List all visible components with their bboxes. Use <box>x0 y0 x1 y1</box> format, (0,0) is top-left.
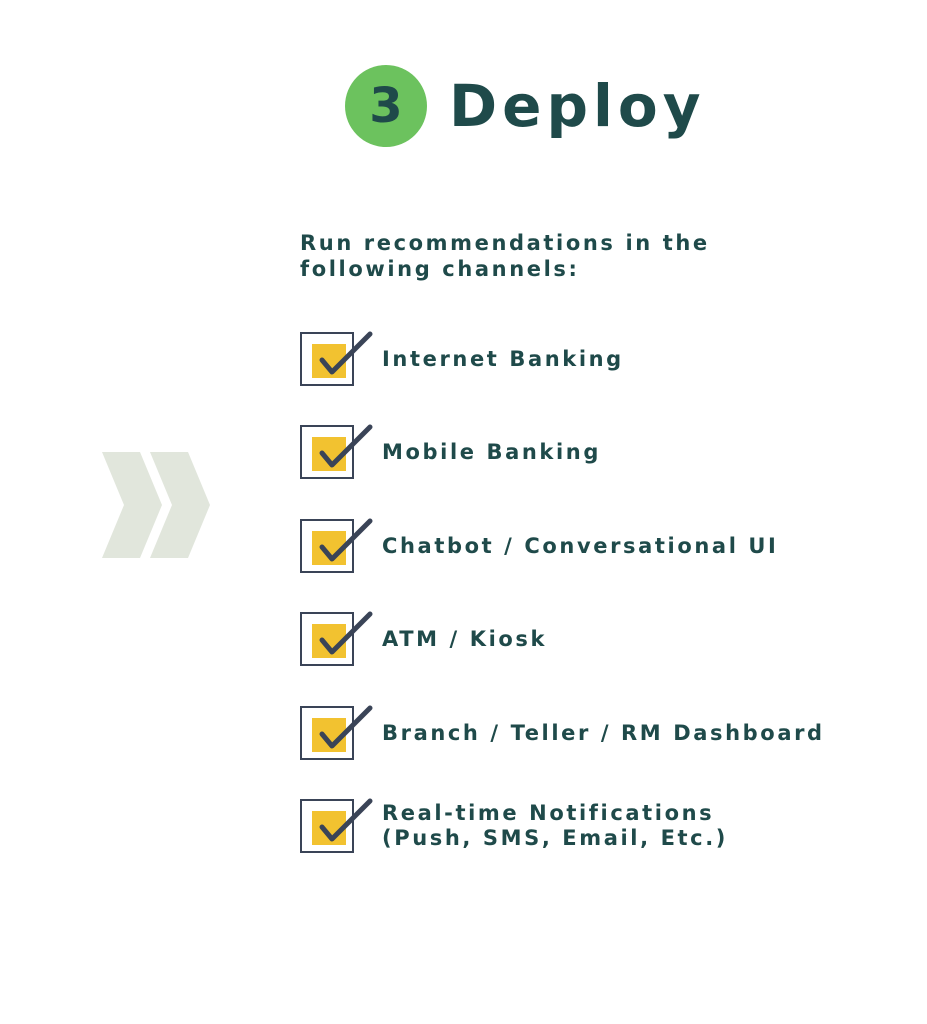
channel-item-mobile-banking: Mobile Banking <box>300 423 601 481</box>
channel-label: Chatbot / Conversational UI <box>382 533 779 558</box>
checkbox[interactable] <box>300 518 373 573</box>
double-chevron-icon <box>102 452 210 558</box>
checkbox[interactable] <box>300 705 373 760</box>
step-number: 3 <box>369 78 403 134</box>
channel-label: Mobile Banking <box>382 439 601 464</box>
checkmark-icon <box>319 424 373 468</box>
checkbox[interactable] <box>300 331 373 386</box>
channel-label: ATM / Kiosk <box>382 626 548 651</box>
checkmark-icon <box>319 518 373 562</box>
channel-label: Real-time Notifications (Push, SMS, Emai… <box>382 801 729 850</box>
channel-item-notifications: Real-time Notifications (Push, SMS, Emai… <box>300 797 728 855</box>
checkmark-icon <box>319 331 373 375</box>
channel-item-chatbot: Chatbot / Conversational UI <box>300 517 778 575</box>
step-title: Deploy <box>449 72 706 140</box>
checkmark-icon <box>319 705 373 749</box>
checkbox[interactable] <box>300 611 373 666</box>
step-number-badge: 3 <box>345 65 427 147</box>
checkbox[interactable] <box>300 798 373 853</box>
channel-item-internet-banking: Internet Banking <box>300 330 624 388</box>
channel-label: Branch / Teller / RM Dashboard <box>382 720 825 745</box>
checkbox[interactable] <box>300 424 373 479</box>
step-header: 3 Deploy <box>345 65 706 147</box>
channel-label: Internet Banking <box>382 346 624 371</box>
channel-item-atm-kiosk: ATM / Kiosk <box>300 610 547 668</box>
checkmark-icon <box>319 611 373 655</box>
checkmark-icon <box>319 798 373 842</box>
channel-item-branch-dashboard: Branch / Teller / RM Dashboard <box>300 704 825 762</box>
intro-text: Run recommendations in the following cha… <box>300 231 710 281</box>
